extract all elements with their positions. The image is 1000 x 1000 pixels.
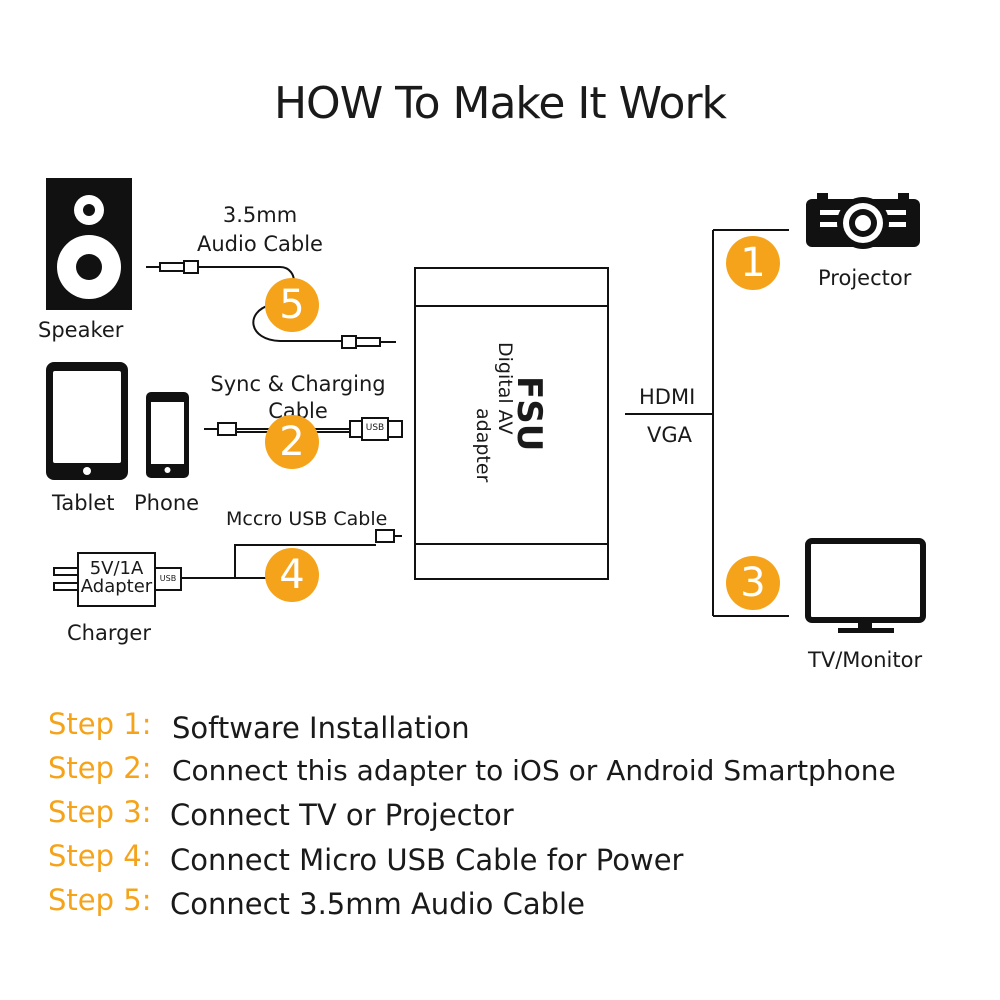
projector-icon: [806, 193, 920, 249]
charger-icon: [53, 552, 266, 607]
step-1-text: Software Installation: [172, 711, 470, 745]
phone-label: Phone: [134, 491, 200, 515]
badge-step-4: 4: [265, 548, 319, 602]
step-5-text: Connect 3.5mm Audio Cable: [170, 887, 585, 921]
audio-cable-label-2: Audio Cable: [197, 232, 323, 256]
micro-cable-label: Mccro USB Cable: [226, 508, 388, 530]
charger-label: Charger: [67, 621, 151, 645]
tv-icon: [805, 538, 926, 633]
charger-usb-label: USB: [159, 574, 177, 583]
tablet-icon: [46, 362, 128, 480]
charger-adapter-text: Adapter: [80, 576, 153, 597]
step-1-label: Step 1:: [48, 707, 152, 741]
badge-step-1: 1: [726, 236, 780, 290]
step-2-text: Connect this adapter to iOS or Android S…: [172, 754, 896, 787]
vga-label: VGA: [647, 423, 693, 447]
tv-label: TV/Monitor: [808, 648, 923, 672]
badge-step-5: 5: [265, 278, 319, 332]
usb-plug-label: USB: [365, 423, 385, 433]
speaker-icon: [46, 178, 132, 310]
output-lines: [625, 229, 789, 617]
step-3-text: Connect TV or Projector: [170, 798, 514, 832]
step-5-label: Step 5:: [48, 883, 152, 917]
badge-step-2: 2: [265, 415, 319, 469]
charger-spec: 5V/1A: [89, 558, 144, 579]
step-4-text: Connect Micro USB Cable for Power: [170, 843, 684, 877]
projector-label: Projector: [818, 266, 912, 290]
badge-step-3: 3: [726, 556, 780, 610]
hdmi-label: HDMI: [639, 385, 696, 409]
phone-icon: [146, 392, 189, 478]
sync-cable-label-1: Sync & Charging: [210, 372, 386, 396]
tablet-label: Tablet: [52, 491, 115, 515]
adapter-name-2: adapter: [472, 408, 494, 483]
step-3-label: Step 3:: [48, 795, 152, 829]
adapter-name-1: Digital AV: [494, 342, 516, 435]
micro-usb-cable: [234, 529, 402, 579]
speaker-label: Speaker: [38, 318, 124, 342]
step-4-label: Step 4:: [48, 839, 152, 873]
page-title: HOW To Make It Work: [273, 78, 727, 129]
step-2-label: Step 2:: [48, 751, 152, 785]
audio-cable-label-1: 3.5mm: [222, 203, 298, 227]
adapter-box: [414, 267, 609, 580]
adapter-brand: FSU: [509, 376, 549, 452]
